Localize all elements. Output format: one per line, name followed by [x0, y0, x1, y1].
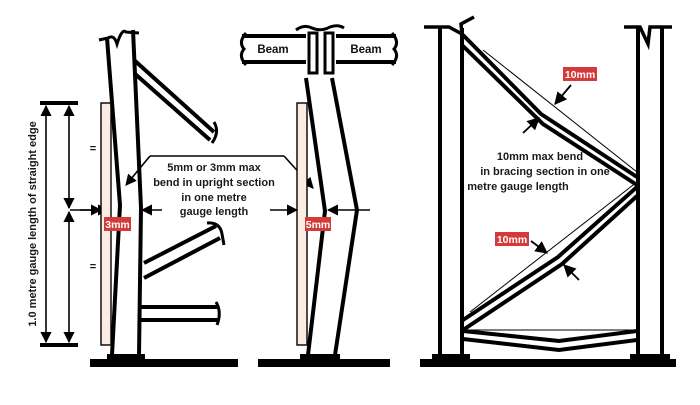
callout-leader-left [125, 155, 151, 186]
equal-mark-top: = [90, 143, 96, 155]
tag-background [495, 232, 529, 246]
left-bend-value: 3mm [105, 219, 130, 231]
middle-upright-foot [300, 354, 340, 360]
tag-background [104, 217, 131, 231]
left-top-brace-upper [132, 58, 216, 134]
bracing-callout-line-3: metre gauge length [467, 181, 569, 193]
left-upright-foot [107, 354, 145, 360]
upright-callout-line-2: bend in upright section [153, 177, 275, 189]
left-bottom-rail-break [214, 301, 221, 326]
beam-left: Beam [239, 32, 306, 66]
bottom-brace-bottom-edge [462, 337, 638, 353]
beam-right: Beam [336, 32, 399, 66]
left-mid-brace-upper [143, 224, 217, 265]
lower-bracing-tag: 10mm [495, 232, 529, 246]
beam-left-break [239, 32, 248, 66]
left-upright-front-edge [105, 37, 123, 356]
upright-callout-line-3: in one metre [181, 192, 246, 204]
middle-bend-tag: 5mm [305, 217, 331, 231]
upper-bend-arrow-in [554, 84, 572, 105]
lower-brace-top-edge [461, 185, 639, 322]
middle-upright-front-edge [304, 77, 328, 356]
left-upright-assembly: 3mm [80, 29, 238, 367]
upright-callout-line-1: 5mm or 3mm max [167, 162, 261, 174]
bracing-callout-line-2: in bracing section in one [480, 166, 610, 178]
beam-left-label: Beam [257, 44, 288, 56]
frame-right-break-mark [624, 25, 672, 51]
upright-callout-line-4: gauge length [180, 206, 249, 218]
left-floor [90, 359, 238, 367]
left-upright-break-mark [98, 29, 140, 50]
upright-callout: 5mm or 3mm max bend in upright section i… [125, 155, 314, 218]
frame-left-break-mark [424, 15, 475, 38]
middle-upright-break-mark [295, 24, 345, 32]
upper-bracing-tag: 10mm [563, 67, 597, 81]
beam-connector-left [307, 31, 319, 75]
upper-brace-straight-edge-line [482, 49, 638, 173]
bracing-callout-line-1: 10mm max bend [497, 151, 583, 163]
lower-brace-bottom-edge [461, 194, 639, 332]
lower-brace-straight-edge-line [469, 181, 638, 313]
equal-mark-bottom: = [90, 261, 96, 273]
bracing-frame-assembly: 10mm 10mm 10mm max bend in bracing secti… [420, 15, 676, 367]
middle-upright-back-edge [330, 77, 360, 356]
gauge-dimension: 1.0 metre gauge length of straight edge … [27, 101, 110, 347]
beam-connector-right [323, 31, 335, 75]
lower-bend-arrow-out [563, 264, 580, 281]
left-bend-tag: 3mm [104, 217, 131, 231]
upper-bracing-value: 10mm [565, 69, 595, 81]
beam-right-break [390, 32, 399, 66]
beam-right-label: Beam [350, 44, 381, 56]
middle-bend-value: 5mm [306, 219, 331, 231]
upper-brace-bottom-edge [461, 44, 639, 187]
tag-background [563, 67, 597, 81]
middle-upright-assembly: Beam Beam 5mm [239, 24, 399, 367]
tag-background [305, 217, 331, 231]
frame-floor [420, 359, 676, 367]
left-top-brace-lower [132, 71, 212, 142]
left-top-brace-break [210, 121, 219, 144]
upper-brace-top-edge [461, 33, 639, 179]
gauge-length-label: 1.0 metre gauge length of straight edge [27, 121, 39, 326]
lower-bracing-value: 10mm [497, 234, 527, 246]
left-mid-brace-lower [143, 236, 221, 280]
lower-bend-arrow-in [530, 240, 549, 254]
frame-right-foot [630, 354, 670, 360]
middle-floor [258, 359, 390, 367]
upper-bend-arrow-out [522, 117, 540, 134]
frame-left-foot [432, 354, 470, 360]
left-mid-brace-break [206, 221, 226, 246]
bottom-brace-top-edge [462, 329, 638, 344]
